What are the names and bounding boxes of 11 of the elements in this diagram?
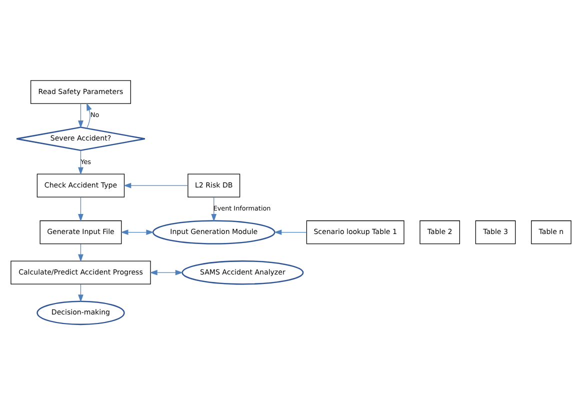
arrow bbox=[123, 182, 188, 188]
arrow bbox=[211, 196, 217, 222]
arrow bbox=[78, 103, 84, 128]
arrow bbox=[120, 230, 154, 235]
arrow bbox=[150, 270, 184, 276]
arrow bbox=[274, 230, 307, 235]
arrow bbox=[78, 150, 84, 175]
arrow bbox=[78, 196, 84, 222]
arrow bbox=[78, 244, 84, 262]
arrow bbox=[86, 102, 92, 129]
arrow bbox=[78, 284, 84, 302]
